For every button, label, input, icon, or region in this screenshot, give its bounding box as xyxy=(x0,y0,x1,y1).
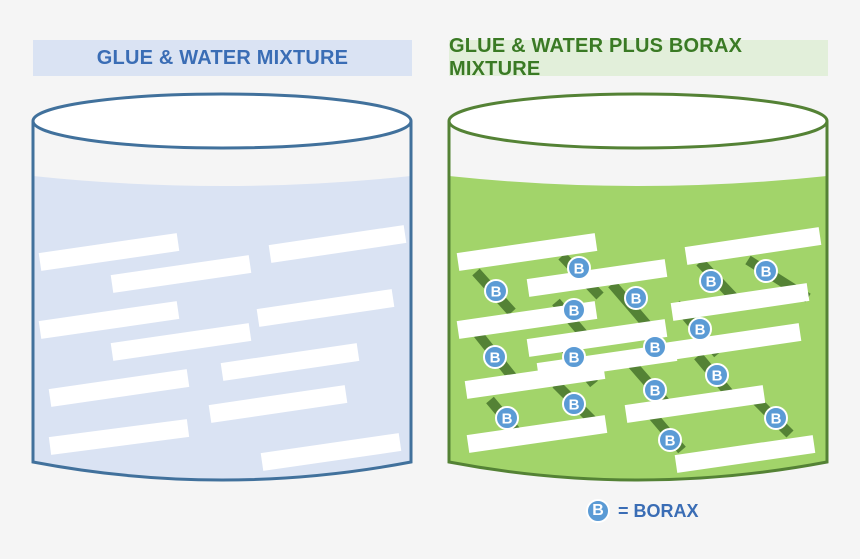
right-container-rim xyxy=(449,94,827,148)
svg-text:B: B xyxy=(569,303,580,320)
svg-text:B: B xyxy=(650,383,661,400)
svg-text:B: B xyxy=(771,411,782,428)
borax-legend-icon: B xyxy=(586,499,610,523)
svg-text:B: B xyxy=(631,291,642,308)
svg-text:B: B xyxy=(695,322,706,339)
borax-badge-icon: B xyxy=(644,379,666,401)
right-container: B B B B B B B B B B B B B B B B xyxy=(449,94,827,480)
svg-text:B: B xyxy=(569,397,580,414)
borax-badge-icon: B xyxy=(644,336,666,358)
borax-badge-icon: B xyxy=(706,364,728,386)
borax-badge-icon: B xyxy=(700,270,722,292)
svg-text:B: B xyxy=(569,350,580,367)
borax-badge-icon: B xyxy=(563,299,585,321)
borax-badge-icon: B xyxy=(485,280,507,302)
svg-text:B: B xyxy=(665,433,676,450)
svg-text:B: B xyxy=(761,264,772,281)
svg-text:B: B xyxy=(502,411,513,428)
borax-badge-icon: B xyxy=(659,429,681,451)
svg-text:B: B xyxy=(491,284,502,301)
svg-text:B: B xyxy=(706,274,717,291)
borax-badge-icon: B xyxy=(484,346,506,368)
borax-badge-icon: B xyxy=(625,287,647,309)
borax-badge-icon: B xyxy=(755,260,777,282)
legend: B = BORAX xyxy=(586,497,699,525)
svg-text:B: B xyxy=(574,261,585,278)
borax-badge-icon: B xyxy=(568,257,590,279)
borax-badge-icon: B xyxy=(765,407,787,429)
svg-text:B: B xyxy=(650,340,661,357)
borax-badge-icon: B xyxy=(563,393,585,415)
borax-badge-icon: B xyxy=(689,318,711,340)
svg-text:B: B xyxy=(490,350,501,367)
legend-label: = BORAX xyxy=(618,501,699,522)
borax-badge-icon: B xyxy=(496,407,518,429)
borax-badge-icon: B xyxy=(563,346,585,368)
svg-text:B: B xyxy=(712,368,723,385)
left-container xyxy=(33,94,411,480)
left-container-rim xyxy=(33,94,411,148)
